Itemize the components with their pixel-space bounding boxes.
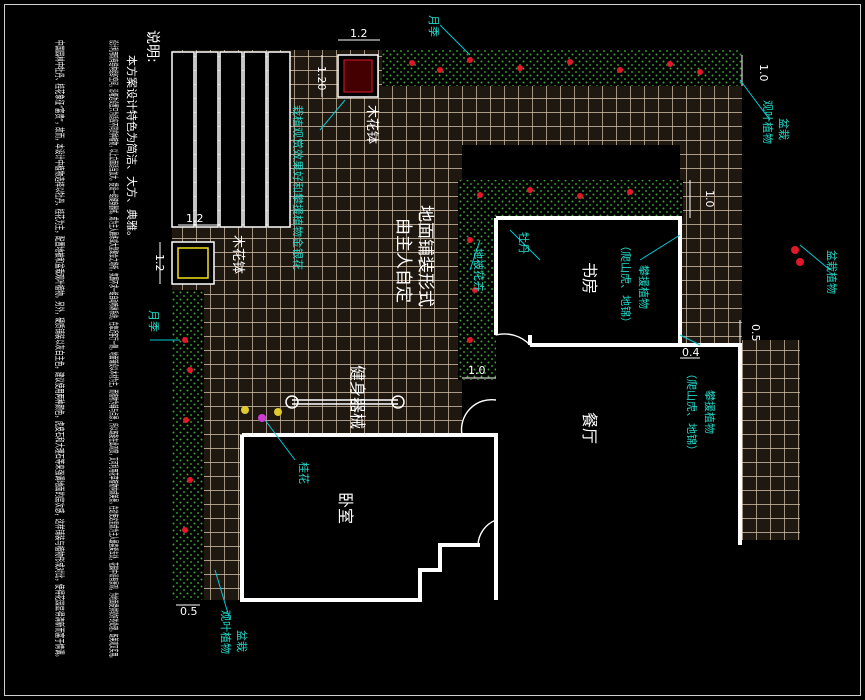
dim-right-10: 1.0 — [757, 64, 770, 82]
plan-labels: 地面铺装形式 由主人自定 健身器械 书房 餐厅 卧室 木花钵 木花钵 栽植观赏效… — [147, 15, 839, 654]
label-fitness: 健身器械 — [348, 365, 367, 429]
dim-right-10b: 1.0 — [703, 190, 716, 208]
label-peony: 牡丹 — [517, 232, 531, 254]
label-potted-2b: 观叶植物 — [219, 610, 233, 654]
dimension-lines — [159, 39, 743, 606]
dim-left-12b: 1.2 — [153, 254, 166, 272]
label-climbing-1b: （爬山虎、地锦） — [619, 240, 633, 328]
drawing-frame — [4, 4, 861, 696]
dim-mid-10: 1.0 — [468, 364, 486, 377]
bench-slats — [171, 51, 291, 228]
planter-box-left-inner — [177, 247, 209, 279]
leader-lines — [150, 24, 831, 621]
planting-strips — [172, 50, 742, 600]
label-floor-paving: 地面铺装形式 — [415, 205, 435, 307]
flower-dots — [182, 57, 804, 533]
design-notes: 说明: 本方案设计特色为简洁、大方、典雅。 设计利用现有结构组织空间，沿墙边设置… — [53, 30, 160, 660]
label-dining: 餐厅 — [580, 412, 599, 444]
notes-heading: 说明: — [144, 30, 160, 63]
door-swings — [460, 333, 531, 546]
label-planter-left: 木花钵 — [230, 235, 246, 274]
notes-para3: 中国园林中牡丹、桂花象征“富贵”，故而，本设计中植物选择以牡丹、桂花为主，配置地… — [53, 40, 66, 660]
dim-right-05: 0.5 — [749, 324, 762, 342]
label-bedroom: 卧室 — [336, 492, 355, 524]
label-grass-strip: 地被花卉 — [472, 248, 485, 292]
label-study: 书房 — [580, 262, 599, 294]
label-climbing-1: 攀援植物 — [637, 265, 651, 309]
fitness-equipment — [285, 395, 405, 409]
label-floor-paving-2: 由主人自定 — [393, 218, 413, 303]
dim-left-12a: 1.2 — [186, 212, 204, 225]
label-rose-left: 月季 — [147, 310, 160, 332]
planter-box-top-inner — [343, 59, 373, 93]
label-osmanthus: 桂花 — [297, 462, 311, 484]
label-potted-1: 盆栽 — [777, 118, 791, 140]
notes-para2: 设计利用现有结构组织空间，沿墙边设置只为适应不同的种植物，以上立面适当加大，提设… — [107, 40, 120, 660]
label-potted-right: 盆栽植物 — [825, 250, 839, 294]
dim-top-120: 1.20 — [315, 66, 328, 91]
planter-box-left — [171, 241, 215, 285]
label-planter-top-note: 栽植观赏效果好和攀援植物金银花 — [291, 105, 305, 270]
label-climbing-2b: （爬山虎、地锦） — [685, 368, 699, 456]
dim-top-12: 1.2 — [350, 27, 368, 40]
label-climbing-2: 攀援植物 — [703, 390, 717, 434]
dim-bottom-05: 0.5 — [180, 605, 198, 618]
dim-right-04: 0.4 — [682, 346, 700, 359]
notes-para1: 本方案设计特色为简洁、大方、典雅。 — [125, 55, 139, 242]
label-potted-1b: 观叶植物 — [761, 100, 775, 144]
label-rose-top: 月季 — [427, 15, 440, 37]
label-planter-top: 木花钵 — [364, 105, 380, 144]
label-potted-2: 盆栽 — [235, 630, 249, 652]
